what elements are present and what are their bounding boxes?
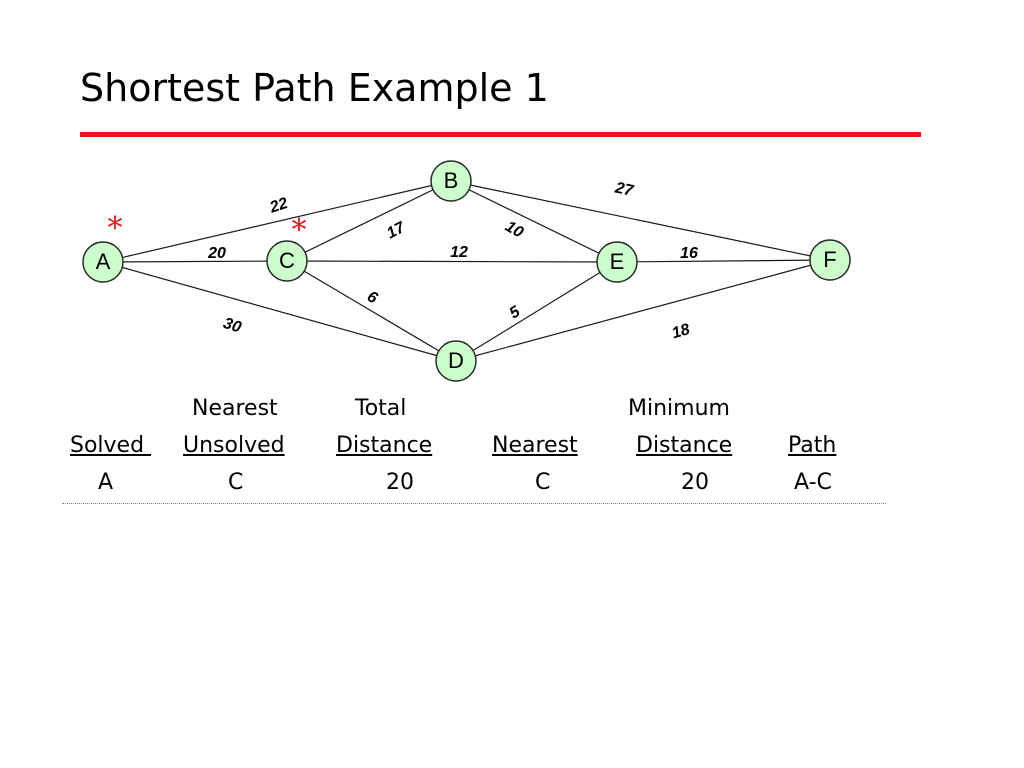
table-header-path: Path	[788, 433, 837, 458]
edge-D-F	[455, 259, 831, 362]
solved-marker-C: *	[292, 213, 307, 248]
table-cell-solved: A	[98, 470, 114, 495]
node-F	[809, 239, 851, 281]
table-bottom-rule	[62, 503, 886, 504]
table-cell-path: A-C	[794, 470, 832, 495]
table-header-min-distance: Distance	[636, 433, 733, 458]
table-header-solved: Solved	[70, 433, 152, 458]
table-cell-min-distance: 20	[681, 470, 709, 495]
title-underline	[80, 132, 921, 137]
table-cell-nearest: C	[535, 470, 551, 495]
edge-D-E	[455, 261, 618, 362]
edge-weight-A-C: 20	[207, 245, 226, 262]
edge-layer: 22 20 30 17 12 6 10 27 5 16 18	[102, 179, 831, 362]
node-label-B: B	[444, 168, 459, 193]
edge-weight-B-E: 10	[502, 218, 526, 242]
edge-weight-A-D: 30	[221, 315, 243, 337]
slide-title: Shortest Path Example 1	[80, 66, 549, 110]
node-D	[435, 340, 477, 382]
node-label-C: C	[279, 248, 295, 273]
node-A	[82, 241, 124, 283]
edge-B-F	[450, 180, 831, 261]
node-E	[596, 241, 638, 283]
edge-C-E	[286, 260, 618, 263]
table-header-total-top: Total	[355, 396, 407, 421]
node-layer: A B C D E F	[82, 160, 851, 382]
edge-weight-A-B: 22	[267, 195, 290, 217]
table-cell-distance: 20	[386, 470, 414, 495]
node-label-F: F	[823, 247, 836, 272]
edge-E-F	[616, 259, 831, 263]
edge-weight-D-F: 18	[670, 321, 692, 342]
node-label-E: E	[610, 249, 625, 274]
node-B	[430, 160, 472, 202]
edge-weight-E-F: 16	[680, 245, 698, 262]
edge-A-C	[102, 260, 288, 263]
edge-C-D	[286, 260, 457, 362]
node-label-A: A	[96, 249, 111, 274]
edge-B-E	[450, 180, 618, 263]
edge-weight-C-B: 17	[384, 219, 409, 243]
table-header-nearest: Nearest	[492, 433, 578, 458]
table-header-unsolved: Unsolved	[183, 433, 285, 458]
solved-marker-A: *	[108, 211, 123, 246]
table-cell-unsolved: C	[228, 470, 244, 495]
edge-A-D	[102, 261, 457, 362]
edge-weight-C-D: 6	[364, 288, 380, 307]
table-header-minimum-top: Minimum	[628, 396, 730, 421]
edge-weight-B-F: 27	[613, 179, 636, 200]
edge-C-B	[286, 180, 452, 262]
node-C	[266, 240, 308, 282]
edge-weight-C-E: 12	[450, 244, 468, 261]
marker-layer: **	[108, 211, 307, 248]
edge-A-B	[102, 180, 452, 263]
table-header-distance: Distance	[336, 433, 433, 458]
edge-weight-D-E: 5	[507, 303, 524, 323]
node-label-D: D	[448, 348, 464, 373]
table-header-nearest-top: Nearest	[192, 396, 278, 421]
